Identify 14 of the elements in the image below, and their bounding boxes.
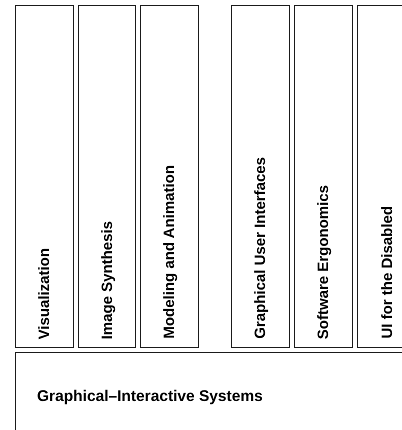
pillar-box (231, 5, 290, 348)
pillar-box (140, 5, 199, 348)
pillar-label: Visualization (36, 248, 53, 339)
pillar-label: Image Synthesis (98, 220, 116, 339)
pillar-label: UI for the Disabled (378, 206, 396, 339)
pillar-box (15, 5, 74, 348)
pillar-box (294, 5, 353, 348)
pillar-box (357, 5, 402, 348)
pillar-label: Graphical User Interfaces (252, 157, 269, 339)
pillar-box (78, 5, 136, 348)
foundation-box (15, 352, 402, 430)
foundation-label: Graphical–Interactive Systems (37, 388, 263, 406)
pillar-label: Software Ergonomics (315, 184, 332, 339)
pillar-label: Modeling and Animation (161, 165, 178, 339)
